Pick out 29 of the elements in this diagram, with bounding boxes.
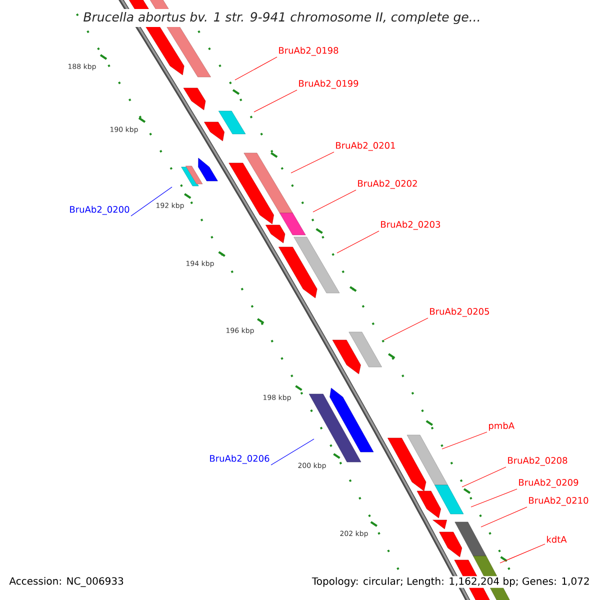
gene-label: BruAb2_0205 bbox=[430, 308, 489, 317]
leader-line bbox=[384, 318, 428, 340]
leader-line bbox=[234, 56, 278, 80]
gene-label: kdtA bbox=[547, 536, 567, 543]
leader-line bbox=[312, 190, 356, 212]
gene-label: BruAb2_0209 bbox=[519, 478, 578, 488]
gene-label: BruAb2_0206 bbox=[210, 454, 270, 464]
gene-label: pmbA bbox=[489, 422, 514, 431]
leader-line bbox=[290, 152, 334, 174]
gene-label: BruAb2_0202 bbox=[358, 180, 417, 189]
gene-label: BruAb2_0208 bbox=[508, 456, 568, 466]
gene-label: BruAb2_0210 bbox=[529, 496, 588, 506]
summary-text: Topology: circular; Length: 1,162,204 bp; Genes: 1,072 bbox=[310, 576, 591, 588]
gene-label: BruAb2_0199 bbox=[299, 80, 358, 89]
leader-line bbox=[442, 432, 488, 450]
leader-line bbox=[470, 488, 518, 508]
leader-line bbox=[462, 466, 506, 488]
gene-label: BruAb2_0198 bbox=[279, 46, 338, 56]
leader-line bbox=[130, 186, 172, 216]
gene-label: BruAb2_0201 bbox=[336, 142, 395, 151]
leader-line bbox=[480, 506, 528, 528]
leader-line bbox=[500, 544, 546, 564]
leader-line bbox=[336, 230, 380, 254]
leader-line bbox=[270, 438, 314, 466]
accession-text: Accession: NC_006933 bbox=[9, 577, 124, 587]
gene-label: BruAb2_0203 bbox=[381, 220, 440, 230]
gene-label: BruAb2_0200 bbox=[70, 206, 130, 215]
leader-line bbox=[254, 90, 298, 112]
title: Brucella abortus bv. 1 str. 9-941 chromosome II, complete ge... bbox=[80, 8, 484, 28]
